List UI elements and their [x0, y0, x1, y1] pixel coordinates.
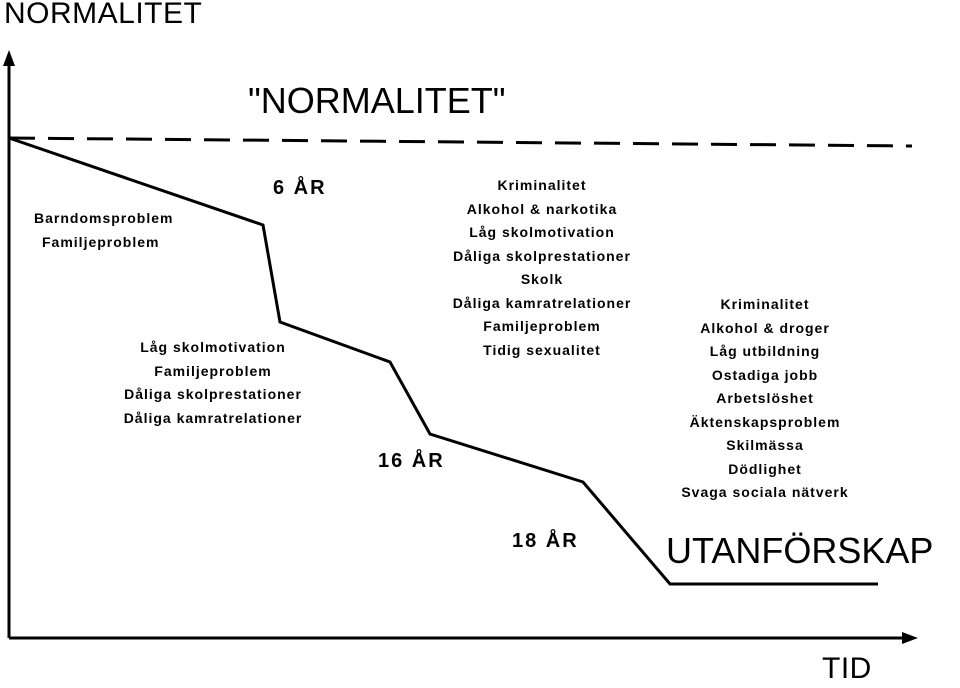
list-item: Dåliga kamratrelationer — [123, 409, 303, 426]
list-item: Alkohol & narkotika — [466, 200, 618, 217]
y-axis-title: NORMALITET — [4, 0, 203, 30]
list-item: Låg skolmotivation — [140, 339, 286, 355]
list-item: Skilmässa — [726, 437, 804, 453]
adult-problems-list: Kriminalitet Alkohol & droger Låg utbild… — [660, 293, 870, 505]
list-item: Dåliga skolprestationer — [124, 386, 302, 402]
list-item: Familjeproblem — [483, 318, 601, 334]
list-item: Ostadiga jobb — [711, 366, 819, 383]
list-item: Dåliga kamratrelationer — [452, 294, 632, 311]
teen-problems-list: Kriminalitet Alkohol & narkotika Låg sko… — [432, 174, 652, 362]
normality-dashed-line — [8, 136, 913, 148]
list-item: Låg utbildning — [709, 343, 821, 359]
normality-reference-label: "NORMALITET" — [248, 80, 506, 121]
age-16-label: 16 ÅR — [378, 450, 445, 472]
exclusion-endpoint-label: UTANFÖRSKAP — [666, 530, 934, 571]
list-item: Dödlighet — [728, 460, 802, 477]
age-6-label: 6 ÅR — [273, 177, 327, 199]
list-item: Familjeproblem — [42, 234, 160, 250]
list-item: Kriminalitet — [497, 177, 587, 193]
school-problems-list: Låg skolmotivation Familjeproblem Dåliga… — [108, 336, 318, 430]
list-item: Arbetslöshet — [716, 390, 814, 406]
y-axis-arrowhead — [3, 50, 15, 66]
early-problems-list: Barndomsproblem Familjeproblem — [34, 206, 173, 254]
x-axis-title: TID — [822, 652, 872, 685]
list-item: Äktenskapsproblem — [689, 413, 841, 430]
list-item: Svaga sociala nätverk — [681, 484, 849, 500]
age-18-label: 18 ÅR — [512, 530, 579, 552]
decline-trajectory-line — [8, 136, 878, 586]
list-item: Skolk — [520, 271, 564, 287]
list-item: Låg skolmotivation — [469, 224, 615, 240]
list-item: Familjeproblem — [154, 362, 272, 379]
list-item: Barndomsproblem — [34, 210, 174, 226]
list-item: Dåliga skolprestationer — [453, 247, 631, 264]
x-axis-arrowhead — [902, 632, 918, 644]
list-item: Tidig sexualitet — [483, 341, 601, 358]
list-item: Kriminalitet — [720, 296, 810, 312]
list-item: Alkohol & droger — [700, 319, 830, 336]
